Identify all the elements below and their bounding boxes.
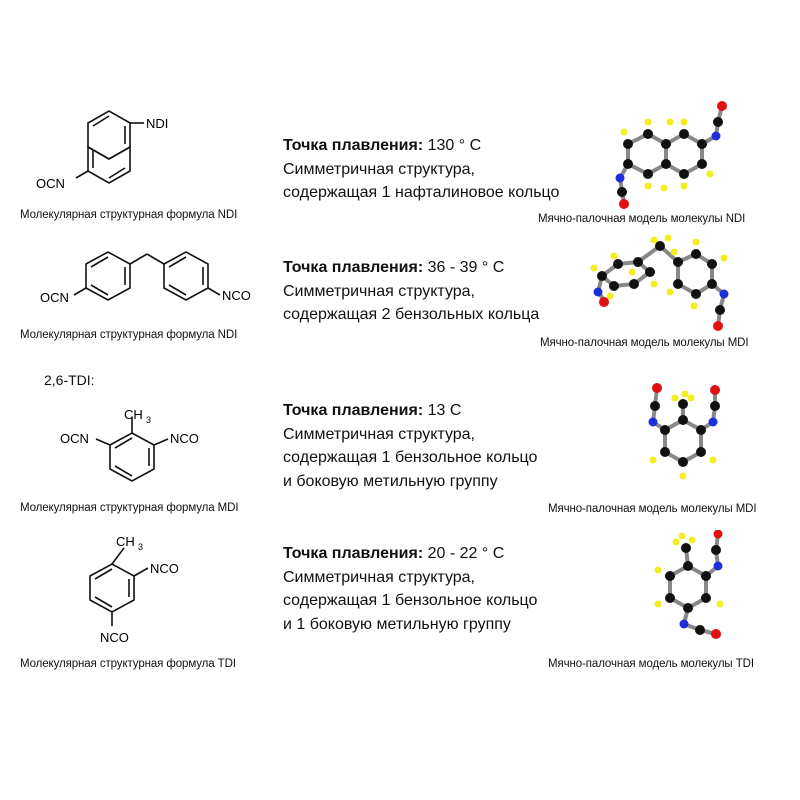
melting-point-label: Точка плавления:	[283, 402, 424, 419]
formula-caption-mdi: Молекулярная структурная формула NDI	[20, 329, 238, 341]
tdi-ball-stick-model	[654, 530, 724, 639]
melting-point-label: Точка плавления:	[283, 545, 424, 562]
description-line-1: Симметричная структура,	[283, 282, 475, 300]
isomer-label: 2,6-TDI:	[44, 372, 95, 388]
model-caption-26tdi: Мячно-палочная модель молекулы MDI	[548, 503, 757, 515]
mdi-nco-right-label: NCO	[222, 288, 251, 303]
ndi-ball-stick-model	[615, 101, 727, 209]
tdi-nco-bottom-label: NCO	[100, 630, 129, 645]
ndi-nco-bottom-label: OCN	[36, 176, 65, 191]
formula-caption-ndi: Молекулярная структурная формула NDI	[20, 209, 238, 221]
description-line-3: и боковую метильную группу	[283, 472, 498, 490]
26tdi-nco-label: NCO	[170, 431, 199, 446]
melting-point-label: Точка плавления:	[283, 137, 424, 154]
mdi-ball-stick-model	[590, 234, 729, 331]
26tdi-ball-stick-model	[648, 383, 720, 480]
description-line-2: содержащая 2 бензольных кольца	[283, 306, 540, 323]
26tdi-structural-formula: CH 3 OCN NCO	[60, 407, 199, 482]
model-caption-mdi: Мячно-палочная модель молекулы MDI	[540, 337, 749, 349]
mdi-structural-formula: OCN NCO	[40, 251, 251, 305]
properties-tdi: Точка плавления: 20 - 22 ° C Симметрична…	[283, 542, 537, 636]
properties-mdi: Точка плавления: 36 - 39 ° C Симметрична…	[283, 256, 539, 327]
melting-point-value: 20 - 22 ° C	[423, 545, 505, 562]
description-line-3: и 1 боковую метильную группу	[283, 615, 511, 633]
melting-point-label: Точка плавления:	[283, 259, 424, 276]
description-line-1: Симметричная структура,	[283, 160, 475, 178]
description-line-1: Симметричная структура,	[283, 425, 475, 443]
melting-point-value: 36 - 39 ° C	[423, 259, 505, 276]
description-line-2: содержащая 1 бензольное кольцо	[283, 592, 538, 609]
tdi-structural-formula: CH 3 NCO NCO	[89, 534, 179, 645]
description-line-2: содержащая 1 бензольное кольцо	[283, 449, 538, 466]
ch3-subscript: 3	[138, 542, 143, 552]
ch3-subscript: 3	[146, 415, 151, 425]
ndi-nco-top-label: NDI	[146, 116, 168, 131]
properties-ndi: Точка плавления: 130 ° C Симметричная ст…	[283, 134, 559, 205]
ch3-label: CH	[124, 407, 143, 422]
ch3-label: CH	[116, 534, 135, 549]
tdi-nco-right-label: NCO	[150, 561, 179, 576]
model-caption-ndi: Мячно-палочная модель молекулы NDI	[538, 213, 746, 225]
mdi-nco-left-label: OCN	[40, 290, 69, 305]
description-line-2: содержащая 1 нафталиновое кольцо	[283, 184, 560, 201]
formula-caption-tdi: Молекулярная структурная формула TDI	[20, 658, 236, 670]
melting-point-value: 13 C	[423, 402, 462, 419]
description-line-1: Симметричная структура,	[283, 568, 475, 586]
26tdi-ocn-label: OCN	[60, 431, 89, 446]
properties-26tdi: Точка плавления: 13 C Симметричная струк…	[283, 399, 537, 493]
melting-point-value: 130 ° C	[423, 137, 482, 154]
formula-caption-26tdi: Молекулярная структурная формула MDI	[20, 502, 239, 514]
model-caption-tdi: Мячно-палочная модель молекулы TDI	[548, 658, 754, 670]
ndi-structural-formula: NDI OCN	[36, 110, 168, 191]
